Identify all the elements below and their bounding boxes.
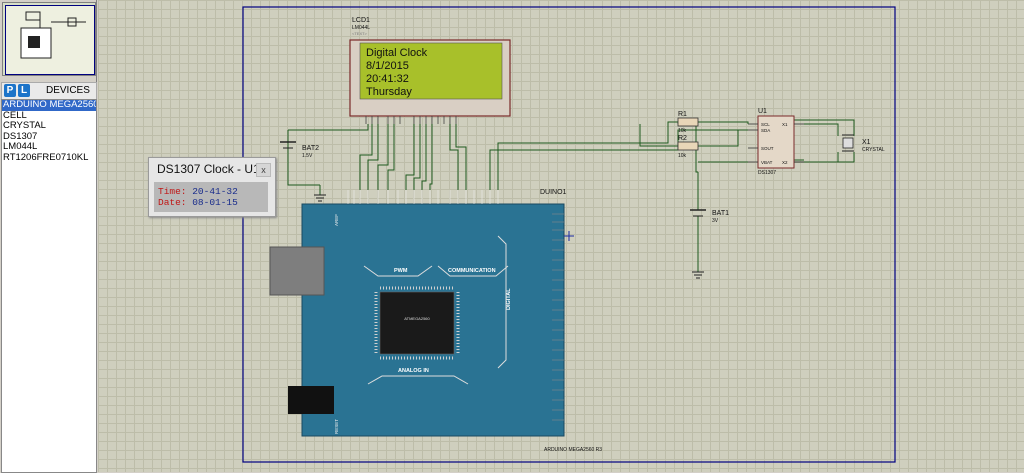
date-label: Date: — [158, 197, 187, 208]
resistor-r1[interactable] — [677, 117, 699, 127]
time-label: Time: — [158, 186, 187, 197]
popup-close-button[interactable]: x — [256, 163, 271, 177]
analog-in-label: ANALOG IN — [398, 368, 429, 374]
device-list-item[interactable]: CRYSTAL — [3, 121, 46, 131]
lcd-line-3: 20:41:32 — [366, 73, 409, 85]
svg-text:X2: X2 — [782, 160, 788, 165]
svg-text:SDA: SDA — [761, 128, 770, 133]
bat1-ref: BAT1 — [712, 210, 729, 217]
lcd-ref: LCD1 — [352, 17, 370, 24]
aref-label: AREF — [334, 214, 339, 226]
lcd-line-4: Thursday — [366, 86, 412, 98]
crosshair-cursor-icon — [564, 231, 574, 241]
devices-header: P L DEVICES — [1, 82, 97, 100]
usb-connector — [269, 246, 325, 296]
bat2-ref: BAT2 — [302, 145, 319, 152]
schematic-drawing: Digital Clock 8/1/2015 20:41:32 Thursday… — [242, 6, 896, 463]
library-button[interactable]: L — [18, 84, 30, 97]
lcd-line-2: 8/1/2015 — [366, 60, 409, 72]
u1-model: DS1307 — [758, 170, 776, 176]
power-jack — [288, 386, 334, 414]
overview-thumbnail-graphic — [20, 11, 86, 59]
ds1307-wires — [698, 121, 839, 163]
arduino-model: ARDUINO MEGA2560 R3 — [544, 447, 602, 453]
crystal-x1[interactable] — [842, 134, 854, 152]
bat1-value: 3V — [712, 218, 719, 224]
svg-text:X1: X1 — [782, 122, 788, 127]
communication-label: COMMUNICATION — [448, 268, 496, 274]
x1-model: CRYSTAL — [862, 147, 885, 153]
sheet-border — [242, 6, 896, 463]
u1-ref: U1 — [758, 108, 767, 115]
overview-sheet-thumbnail — [5, 5, 95, 75]
arduino-ref: DUINO1 — [540, 189, 567, 196]
device-list-item[interactable]: RT1206FRE0710KL — [3, 152, 89, 163]
bat2-value: 1.5V — [302, 153, 313, 159]
microcontroller-chip — [379, 291, 455, 355]
pwm-label: PWM — [394, 268, 408, 274]
lcd-display[interactable]: Digital Clock 8/1/2015 20:41:32 Thursday — [349, 39, 511, 117]
device-list-item[interactable]: CELL — [3, 110, 27, 121]
ground-symbol — [314, 194, 326, 202]
lcd-screen — [359, 42, 503, 100]
x1-ref: X1 — [862, 139, 871, 146]
lcd-text-tag: <TEXT> — [352, 31, 368, 36]
ground-symbol-bat1 — [692, 271, 704, 279]
r1-ref: R1 — [678, 111, 687, 118]
reset-label: RESET — [334, 419, 339, 434]
svg-text:SCL: SCL — [761, 122, 770, 127]
left-panel: P L DEVICES ARDUINO MEGA2560 R3 CELL CRY… — [0, 0, 97, 473]
lcd-pins — [365, 116, 457, 124]
device-list-item[interactable]: DS1307 — [3, 131, 38, 142]
arduino-top-pins — [347, 190, 499, 204]
resistor-r2[interactable] — [677, 141, 699, 151]
board-silkscreen-lines — [363, 235, 509, 385]
devices-title: DEVICES — [46, 85, 90, 96]
battery-bat1[interactable] — [690, 209, 706, 217]
pick-devices-button[interactable]: P — [4, 84, 16, 97]
ds1307-chip[interactable]: SCL SDA SOUT VBAT X1 X2 — [757, 115, 795, 169]
device-list[interactable]: ARDUINO MEGA2560 R3 CELL CRYSTAL DS1307 … — [1, 99, 97, 473]
chip-label: ATMEGA2560 — [404, 316, 430, 321]
schematic-canvas[interactable]: Digital Clock 8/1/2015 20:41:32 Thursday… — [98, 0, 1024, 472]
battery-bat2[interactable] — [280, 141, 296, 149]
svg-text:SOUT: SOUT — [761, 146, 774, 151]
ds1307-pins — [748, 123, 804, 163]
r2-value: 10k — [678, 153, 687, 159]
time-value: 20-41-32 — [192, 186, 238, 197]
date-value: 08-01-15 — [192, 197, 238, 208]
arduino-mega-board[interactable] — [269, 203, 565, 437]
ds1307-clock-popup[interactable]: DS1307 Clock - U1 x Time: 20-41-32 Date:… — [148, 157, 276, 217]
date-row: Date: 08-01-15 — [158, 197, 238, 208]
device-list-item[interactable]: LM044L — [3, 142, 38, 152]
lcd-line-1: Digital Clock — [366, 47, 428, 59]
svg-text:VBAT: VBAT — [761, 160, 773, 165]
popup-body: Time: 20-41-32 Date: 08-01-15 — [154, 182, 268, 212]
device-list-item[interactable]: ARDUINO MEGA2560 R3 — [2, 100, 96, 111]
time-row: Time: 20-41-32 — [158, 186, 238, 197]
r1-value: 10k — [678, 128, 687, 134]
lcd-model: LM044L — [352, 25, 370, 31]
digital-label: DIGITAL — [506, 288, 512, 310]
arduino-right-pins — [552, 213, 564, 421]
r2-ref: R2 — [678, 135, 687, 142]
overview-window[interactable] — [2, 2, 96, 76]
popup-title: DS1307 Clock - U1 — [157, 162, 260, 176]
